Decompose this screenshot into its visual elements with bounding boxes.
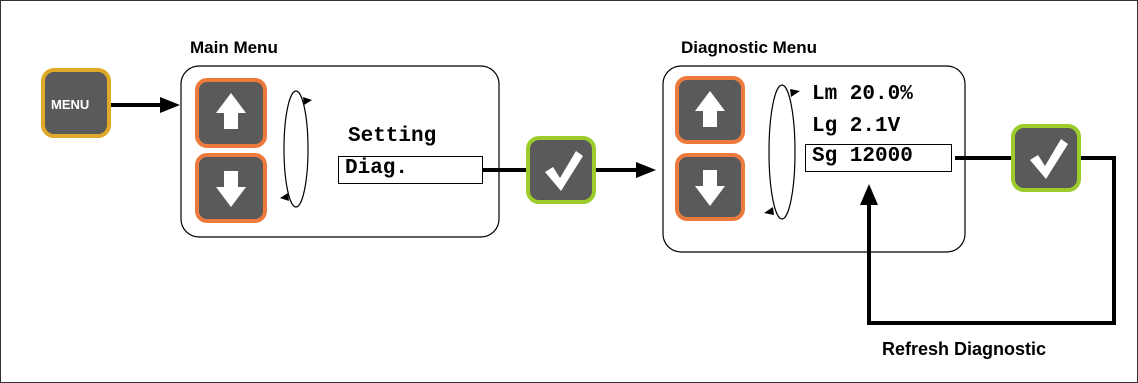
refresh-arrowhead [860,184,878,205]
confirm-button-1[interactable] [526,136,596,204]
flow-arrowhead [636,162,656,178]
diag-down-button[interactable] [675,153,745,221]
main-menu-item-diag-selected[interactable]: Diag. [338,156,483,184]
main-up-button[interactable] [195,78,267,148]
main-menu-title: Main Menu [190,38,278,57]
arrow-down-icon [216,171,246,207]
diag-up-button[interactable] [675,76,745,144]
arrow-down-icon [695,170,725,206]
confirm-button-2[interactable] [1011,124,1081,192]
diag-item-lm[interactable]: Lm 20.0% [812,83,913,106]
refresh-loop-line [867,156,1116,325]
arrow-up-icon [216,93,246,129]
flow-arrowhead [160,97,180,113]
cycle-loop-icon [280,90,312,208]
arrow-up-icon [695,91,725,127]
checkmark-icon [545,151,583,191]
main-menu-item-setting[interactable]: Setting [348,125,437,148]
menu-button-label: MENU [51,97,90,112]
refresh-diagnostic-label: Refresh Diagnostic [882,339,1047,359]
diag-item-lg[interactable]: Lg 2.1V [812,115,901,138]
diagnostic-menu-title: Diagnostic Menu [681,38,818,57]
diag-item-sg-selected[interactable]: Sg 12000 [805,144,952,172]
cycle-loop-icon [764,84,800,220]
checkmark-icon [1030,139,1068,179]
menu-button[interactable] [41,68,111,138]
main-down-button[interactable] [195,153,267,223]
